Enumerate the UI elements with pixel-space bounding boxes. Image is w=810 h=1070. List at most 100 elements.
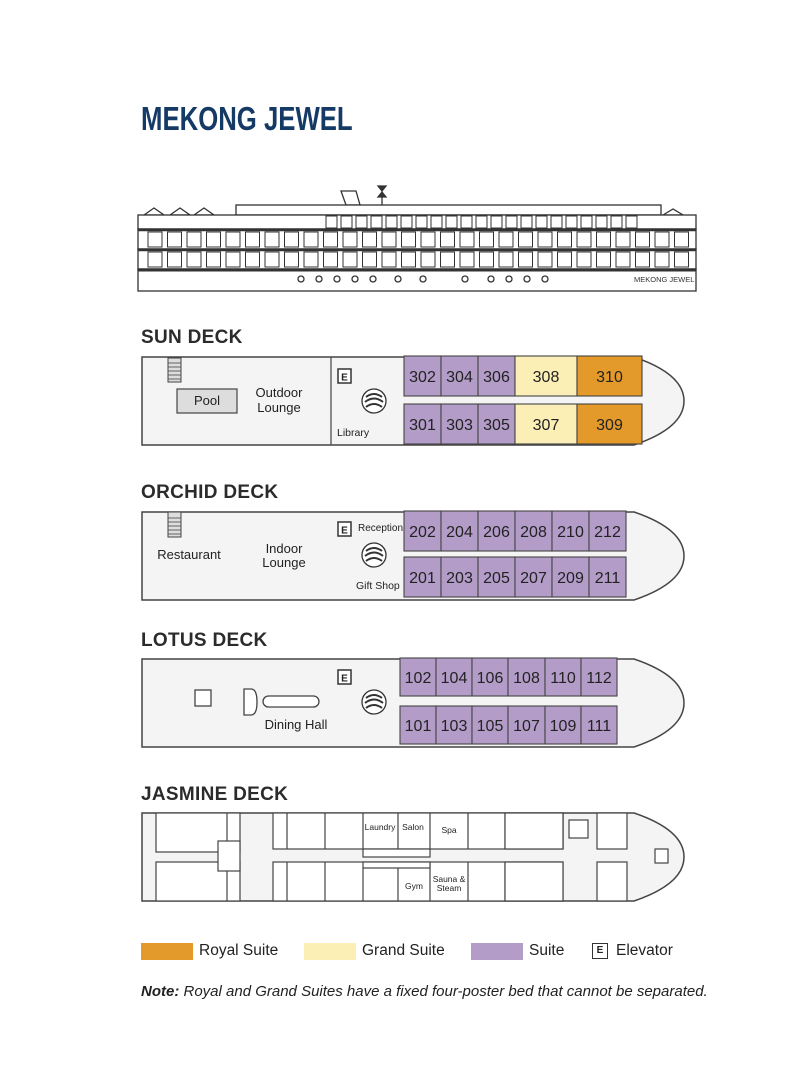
- ship-window: [167, 231, 182, 248]
- cabin-309[interactable]: [576, 403, 643, 445]
- cabin-108[interactable]: [507, 657, 546, 697]
- ship-window: [595, 215, 608, 229]
- lotus-deck-label: LOTUS DECK: [141, 630, 268, 651]
- royal-swatch: [141, 942, 193, 960]
- cabin-211[interactable]: [588, 556, 627, 598]
- ship-window: [415, 215, 428, 229]
- cabin-306[interactable]: [477, 355, 516, 397]
- ship-window: [370, 215, 383, 229]
- ship-window: [167, 251, 182, 268]
- ship-window: [518, 231, 533, 248]
- cabin-number: 205: [483, 570, 510, 587]
- ship-window: [505, 215, 518, 229]
- jasmine-deck-label: JASMINE DECK: [141, 784, 289, 805]
- ship-window: [576, 231, 592, 248]
- svg-text:E: E: [341, 373, 348, 384]
- ship-window: [264, 251, 280, 268]
- cabin-307[interactable]: [514, 403, 578, 445]
- elevator-icon: [337, 669, 352, 685]
- indoor-lounge-label-2: Lounge: [262, 555, 305, 570]
- ship-window: [420, 231, 436, 248]
- ship-window: [355, 215, 368, 229]
- cabin-111[interactable]: [580, 705, 618, 745]
- cabin-209[interactable]: [551, 556, 590, 598]
- cabin-number: 206: [483, 524, 510, 541]
- dining-hall-label: Dining Hall: [265, 717, 328, 732]
- cabin-number: 210: [557, 524, 584, 541]
- ship-window: [186, 231, 202, 248]
- cabin-number: 204: [446, 524, 473, 541]
- cabin-301[interactable]: [403, 403, 442, 445]
- ship-window: [401, 251, 416, 268]
- cabin-304[interactable]: [440, 355, 479, 397]
- cabin-201[interactable]: [403, 556, 442, 598]
- sauna-label-1: Sauna &: [433, 874, 466, 884]
- cabin-number: 310: [596, 369, 623, 386]
- ship-window: [635, 231, 650, 248]
- cabin-206[interactable]: [477, 510, 516, 552]
- ship-window: [362, 231, 377, 248]
- ship-window: [550, 215, 563, 229]
- cabin-208[interactable]: [514, 510, 553, 552]
- ship-window: [460, 215, 473, 229]
- ship-window: [430, 215, 443, 229]
- cabin-number: 302: [409, 369, 436, 386]
- cabin-101[interactable]: [399, 705, 437, 745]
- grand-swatch: [304, 942, 356, 960]
- ship-window: [520, 215, 533, 229]
- cabin-number: 102: [405, 670, 432, 687]
- ship-window: [610, 215, 623, 229]
- cabin-102[interactable]: [399, 657, 437, 697]
- ship-window: [381, 251, 397, 268]
- cabin-number: 201: [409, 570, 436, 587]
- ship-window: [362, 251, 377, 268]
- ship-window: [615, 231, 631, 248]
- elevator-icon: E: [592, 943, 608, 959]
- cabin-number: 308: [533, 369, 560, 386]
- cabin-number: 211: [595, 570, 621, 587]
- ship-window: [565, 215, 578, 229]
- cabin-204[interactable]: [440, 510, 479, 552]
- cabin-310[interactable]: [576, 355, 643, 397]
- ship-window: [459, 231, 475, 248]
- cabin-109[interactable]: [544, 705, 582, 745]
- cabin-number: 110: [550, 670, 576, 687]
- cabin-106[interactable]: [471, 657, 509, 697]
- ship-window: [284, 251, 299, 268]
- outdoor-lounge-label-1: Outdoor: [256, 385, 304, 400]
- ship-window: [445, 215, 458, 229]
- cabin-308[interactable]: [514, 355, 578, 397]
- ship-window: [459, 251, 475, 268]
- ship-window: [303, 251, 319, 268]
- cabin-210[interactable]: [551, 510, 590, 552]
- ship-window: [518, 251, 533, 268]
- cabin-302[interactable]: [403, 355, 442, 397]
- ship-window: [674, 251, 689, 268]
- cabin-103[interactable]: [435, 705, 473, 745]
- cabin-207[interactable]: [514, 556, 553, 598]
- ship-window: [400, 215, 413, 229]
- cabin-number: 207: [520, 570, 547, 587]
- cabin-305[interactable]: [477, 403, 516, 445]
- cabin-104[interactable]: [435, 657, 473, 697]
- legend-royal: Royal Suite: [141, 941, 278, 961]
- cabin-number: 112: [586, 670, 612, 687]
- cabin-202[interactable]: [403, 510, 442, 552]
- cabin-112[interactable]: [580, 657, 618, 697]
- cabin-107[interactable]: [507, 705, 546, 745]
- cabin-number: 305: [483, 417, 510, 434]
- stairs-icon: [361, 689, 387, 715]
- ship-window: [340, 215, 353, 229]
- legend-grand: Grand Suite: [304, 941, 445, 961]
- ship-window: [475, 215, 488, 229]
- cabin-number: 103: [441, 718, 468, 735]
- legend-elevator: E Elevator: [592, 941, 673, 961]
- cabin-number: 107: [513, 718, 540, 735]
- cabin-203[interactable]: [440, 556, 479, 598]
- cabin-212[interactable]: [588, 510, 627, 552]
- ship-window: [576, 251, 592, 268]
- cabin-number: 309: [596, 417, 623, 434]
- ship-window: [440, 251, 455, 268]
